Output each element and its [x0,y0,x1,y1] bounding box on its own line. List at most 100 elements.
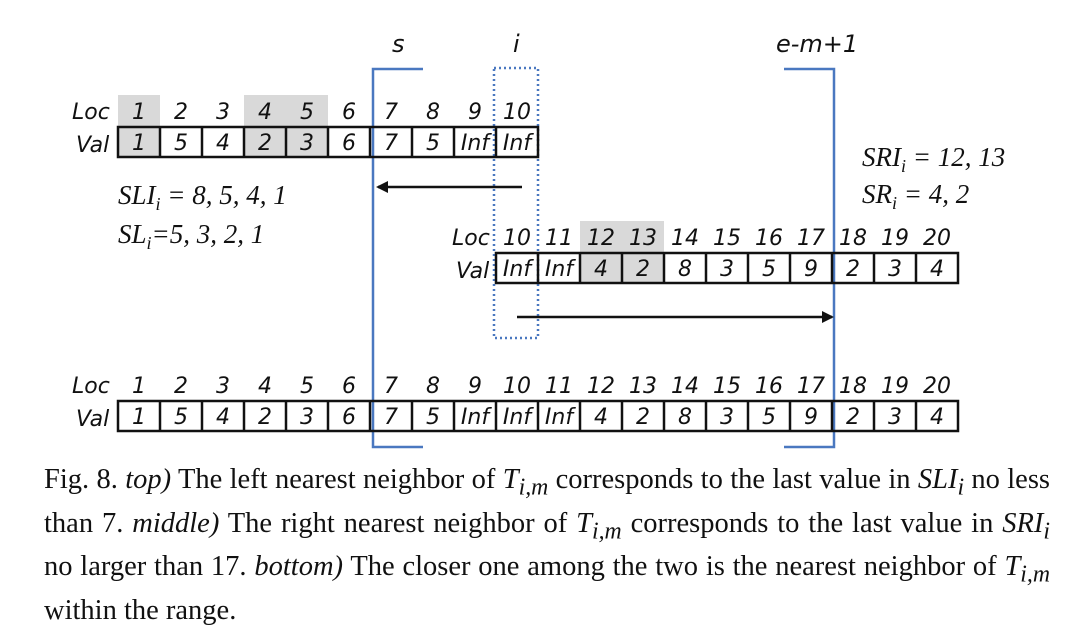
loc-index: 6 [342,374,356,399]
array-value: 5 [762,257,776,282]
array-value: 8 [678,257,692,282]
loc-index: 16 [755,226,783,251]
loc-index: 2 [174,100,188,125]
array-value: 5 [426,131,440,156]
middle-loc-label: Loc [452,226,490,251]
loc-index: 8 [426,100,440,125]
array-value: 1 [132,131,146,156]
array-value: Inf [503,131,534,156]
array-value: 5 [426,405,440,430]
loc-index: 3 [216,374,230,399]
array-value: 2 [636,405,650,430]
array-value: 7 [384,131,398,156]
loc-index: 18 [839,374,867,399]
loc-index: 10 [503,100,531,125]
array-value: 4 [930,257,944,282]
loc-index: 9 [468,100,482,125]
array-value: Inf [545,257,576,282]
loc-index: 11 [545,226,573,251]
marker-i: i [513,30,520,58]
loc-index: 8 [426,374,440,399]
array-value: 9 [804,257,818,282]
figure-caption: Fig. 8. top) The left nearest neighbor o… [44,464,1050,627]
loc-index: 14 [671,226,699,251]
array-value: 3 [300,405,314,430]
array-value: 2 [636,257,650,282]
marker-s: s [392,30,405,58]
array-value: 8 [678,405,692,430]
array-value: Inf [503,405,534,430]
loc-index: 15 [713,374,741,399]
loc-index: 17 [797,374,825,399]
array-box [494,251,960,285]
array-value: 4 [930,405,944,430]
array-value: 7 [384,405,398,430]
array-value: 2 [846,257,860,282]
loc-index: 1 [132,100,146,125]
loc-index: 1 [132,374,146,399]
array-value: 2 [258,405,272,430]
array-value: 2 [258,131,272,156]
loc-index: 5 [300,374,314,399]
array-value: 5 [762,405,776,430]
loc-index: 11 [545,374,573,399]
loc-index: 7 [384,100,398,125]
loc-index: 19 [881,374,909,399]
array-value: 3 [300,131,314,156]
loc-index: 7 [384,374,398,399]
bottom-loc-label: Loc [72,374,110,399]
array-value: 4 [216,405,230,430]
sl-annotation: SLi=5, 3, 2, 1 [118,219,264,253]
array-value: 3 [888,257,902,282]
sr-annotation: SRi = 4, 2 [862,179,969,213]
marker-e-m-plus-1: e-m+1 [776,30,858,58]
loc-index: 20 [923,374,951,399]
loc-index: 19 [881,226,909,251]
s-bracket [371,67,423,449]
loc-index: 16 [755,374,783,399]
array-value: 4 [594,257,608,282]
loc-index: 4 [258,100,272,125]
loc-index: 9 [468,374,482,399]
array-value: Inf [461,131,492,156]
loc-index: 20 [923,226,951,251]
loc-index: 4 [258,374,272,399]
loc-index: 18 [839,226,867,251]
i-column-dotted [492,66,540,340]
array-value: 6 [342,405,356,430]
array-value: 6 [342,131,356,156]
end-bracket [784,67,836,449]
loc-index: 13 [629,374,657,399]
array-value: 5 [174,405,188,430]
loc-index: 13 [629,226,657,251]
loc-index: 15 [713,226,741,251]
array-value: Inf [503,257,534,282]
array-value: Inf [545,405,576,430]
loc-index: 6 [342,100,356,125]
array-value: 4 [594,405,608,430]
middle-val-label: Val [456,259,489,284]
sri-annotation: SRIi = 12, 13 [862,142,1005,176]
array-value: 3 [720,405,734,430]
array-value: 3 [720,257,734,282]
loc-index: 10 [503,374,531,399]
loc-index: 2 [174,374,188,399]
top-val-label: Val [76,133,109,158]
array-value: 2 [846,405,860,430]
array-value: 1 [132,405,146,430]
array-value: 9 [804,405,818,430]
bottom-val-label: Val [76,407,109,432]
diagram-svg: s i e-m+1 Loc Val Loc Val Loc Val SLIi =… [72,30,1005,449]
array-value: Inf [461,405,492,430]
array-value: 5 [174,131,188,156]
bottom-array: 11253442536677859Inf10Inf11Inf1241321481… [116,374,960,433]
loc-index: 14 [671,374,699,399]
array-value: 3 [888,405,902,430]
top-loc-label: Loc [72,100,110,125]
loc-index: 5 [300,100,314,125]
array-value: 4 [216,131,230,156]
loc-index: 12 [587,374,615,399]
